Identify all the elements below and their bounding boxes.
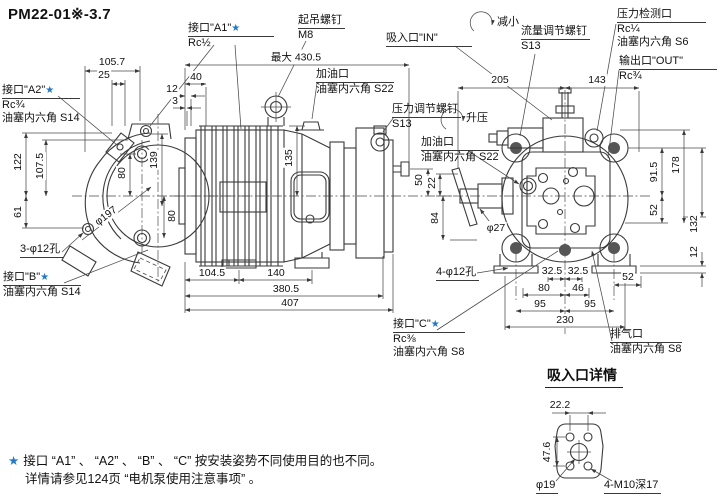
footnote-star: ★: [8, 454, 20, 468]
label-decrease: 减小: [497, 16, 519, 28]
dim-380-5: 380.5: [271, 283, 301, 295]
label-4-holes: 4-φ12孔: [436, 266, 480, 282]
dim-205: 205: [490, 74, 510, 86]
label-oil-fill-front: 加油口 油塞内六角 S22: [421, 136, 499, 164]
dim-22: 22: [426, 176, 438, 190]
side-view-linework: [170, 40, 466, 313]
dim-135: 135: [283, 148, 295, 168]
suction-detail-title: 吸入口详情: [545, 365, 623, 388]
dim-32-5-right: 32.5: [566, 265, 590, 277]
dim-105-7: 105.7: [97, 56, 127, 68]
dim-139: 139: [148, 150, 160, 170]
label-increase: 升压: [466, 112, 488, 124]
dim-132: 132: [688, 214, 700, 234]
label-port-a1: 接口"A1"★ Rc½: [188, 22, 275, 50]
label-pressure-port: 压力检测口 Rc¼ 油塞内六角 S6: [617, 8, 706, 50]
dim-47-6: 47.6: [541, 440, 553, 464]
label-port-b: 接口"B"★ 油塞内六角 S14: [3, 271, 81, 299]
dim-178: 178: [670, 155, 682, 175]
label-oil-fill-side: 加油口 油塞内六角 S22: [316, 68, 394, 96]
label-3-holes: 3-φ12孔: [20, 243, 64, 259]
dim-61: 61: [12, 205, 24, 219]
dim-52-vert: 52: [648, 203, 660, 217]
left-view-linework: [22, 44, 250, 287]
dim-80-upper: 80: [116, 166, 128, 180]
dim-32-5-left: 32.5: [540, 265, 564, 277]
dim-80-lower: 80: [166, 209, 178, 223]
label-dia19: φ19: [536, 479, 559, 495]
label-pressure-screw: 压力调节螺钉 S13: [392, 103, 461, 131]
dim-140: 140: [266, 267, 286, 279]
dim-dia27: φ27: [485, 222, 507, 234]
label-4-m10: 4-M10深17: [604, 479, 662, 495]
star-marker: ★: [231, 23, 241, 34]
dim-143: 143: [587, 74, 607, 86]
label-exhaust: 排气口 油塞内六角 S8: [610, 328, 682, 356]
dim-407: 407: [280, 297, 300, 309]
dim-122: 122: [12, 152, 24, 172]
label-outlet: 输出口"OUT" Rc¾: [619, 55, 718, 83]
dim-22-2: 22.2: [548, 399, 572, 411]
dim-25: 25: [97, 69, 111, 81]
star-marker: ★: [45, 85, 55, 96]
dim-95-left: 95: [533, 298, 547, 310]
label-flow-screw: 流量调节螺钉 S13: [521, 25, 590, 53]
dim-46: 46: [571, 282, 585, 294]
dim-107-5: 107.5: [34, 151, 46, 181]
star-marker: ★: [430, 319, 440, 330]
dim-40: 40: [189, 71, 203, 83]
star-marker: ★: [40, 272, 50, 283]
dim-95-right: 95: [583, 298, 597, 310]
footnote: ★接口 “A1” 、 “A2” 、 “B” 、 “C” 按安装姿势不同使用目的也…: [8, 454, 383, 487]
dim-50: 50: [413, 173, 425, 187]
dim-91-5: 91.5: [648, 160, 660, 184]
label-inlet: 吸入口"IN": [386, 32, 472, 48]
dim-12-foot: 12: [688, 245, 700, 259]
dim-84: 84: [429, 211, 441, 225]
label-lift-bolt: 起吊螺钉 M8: [298, 14, 345, 42]
dim-12: 12: [165, 83, 179, 95]
suction-detail-linework: [552, 411, 613, 482]
label-port-c: 接口"C"★ Rc⅜ 油塞内六角 S8: [393, 318, 465, 359]
dim-80-front: 80: [537, 282, 551, 294]
label-port-a2: 接口"A2"★ Rc¾ 油塞内六角 S14: [2, 84, 80, 125]
dim-52-horiz: 52: [621, 271, 635, 283]
dim-104-5: 104.5: [197, 267, 227, 279]
dim-max-430-5: 最大 430.5: [269, 49, 323, 65]
dim-3: 3: [171, 95, 179, 107]
page-title: PM22-01※-3.7: [8, 6, 111, 23]
dim-230: 230: [555, 314, 575, 326]
